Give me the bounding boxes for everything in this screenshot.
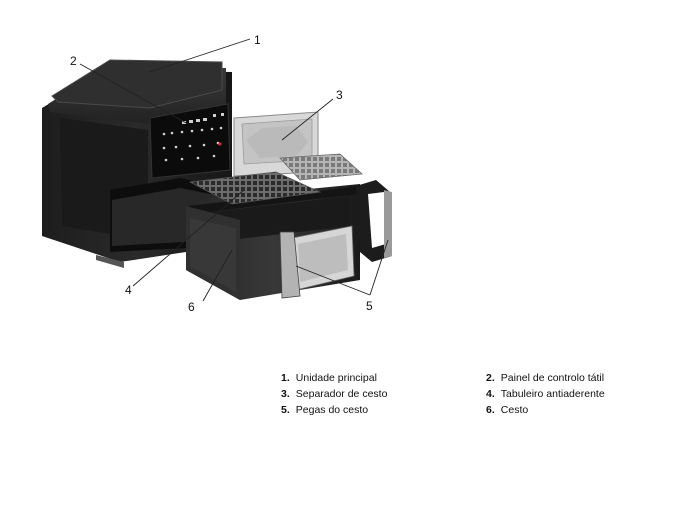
callout-6: 6 <box>188 300 195 314</box>
callout-2: 2 <box>70 54 77 68</box>
legend-item-5: 5. Pegas do cesto <box>281 404 368 416</box>
legend-number: 1. <box>281 372 290 384</box>
air-fryer-exploded-diagram: 1 2 3 4 6 5 <box>0 0 693 340</box>
legend-label: Unidade principal <box>296 372 377 384</box>
legend-label: Cesto <box>501 404 528 416</box>
legend-item-4: 4. Tabuleiro antiaderente <box>486 388 605 400</box>
legend-number: 6. <box>486 404 495 416</box>
legend-number: 4. <box>486 388 495 400</box>
legend-number: 5. <box>281 404 290 416</box>
legend-number: 3. <box>281 388 290 400</box>
legend-item-6: 6. Cesto <box>486 404 528 416</box>
legend-label: Tabuleiro antiaderente <box>501 388 605 400</box>
callout-3: 3 <box>336 88 343 102</box>
callout-1: 1 <box>254 33 261 47</box>
legend-item-1: 1. Unidade principal <box>281 372 377 384</box>
nonstick-tray-right <box>280 154 362 180</box>
callout-5: 5 <box>366 299 373 313</box>
legend-label: Painel de controlo tátil <box>501 372 604 384</box>
legend-item-2: 2. Painel de controlo tátil <box>486 372 604 384</box>
callout-4: 4 <box>125 283 132 297</box>
legend-label: Separador de cesto <box>296 388 388 400</box>
basket <box>186 184 362 300</box>
legend-item-3: 3. Separador de cesto <box>281 388 387 400</box>
basket-handle <box>356 180 392 262</box>
legend-number: 2. <box>486 372 495 384</box>
legend-label: Pegas do cesto <box>296 404 368 416</box>
